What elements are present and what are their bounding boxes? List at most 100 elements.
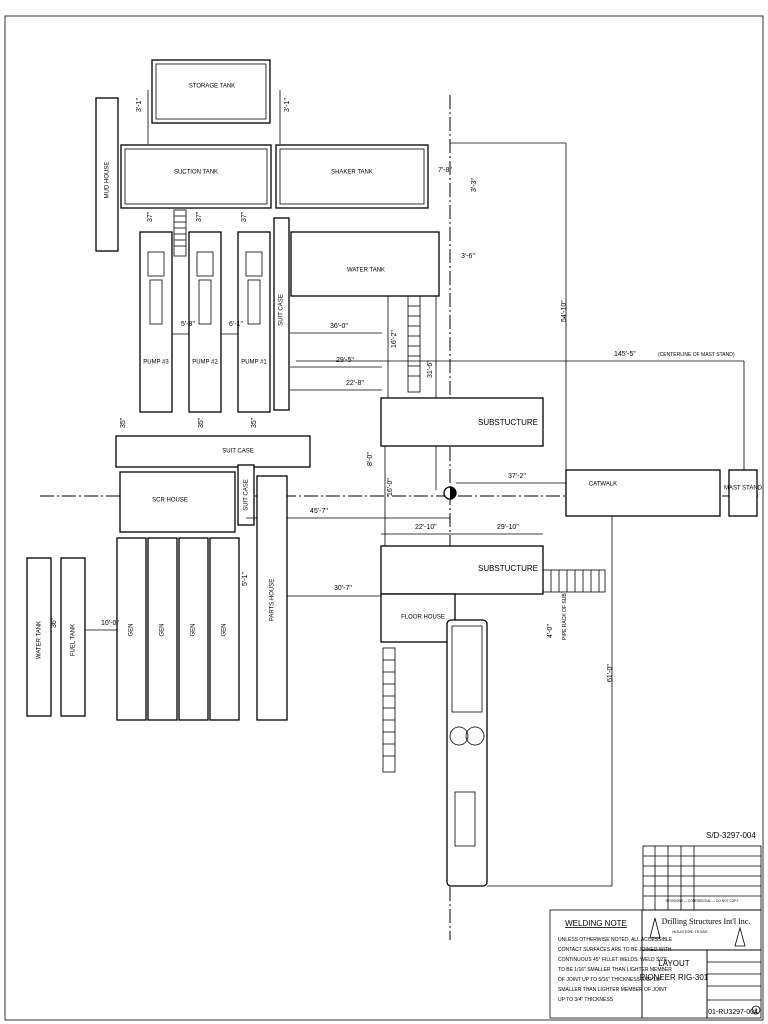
catwalk-label: CATWALK bbox=[589, 482, 617, 488]
sheet-border bbox=[4, 15, 764, 1021]
dim-37-a: 37" bbox=[147, 211, 154, 222]
stairs-water-tank bbox=[407, 295, 421, 393]
derrick-logo-icon bbox=[649, 917, 661, 939]
dim-54-10: 54'-10" bbox=[561, 300, 568, 322]
dim-36-0: 36'-0" bbox=[330, 323, 348, 330]
welding-line-2: CONTACT SURFACES ARE TO BE JOINED WITH bbox=[558, 947, 672, 953]
substructure-bottom: SUBSTUCTURE bbox=[380, 545, 544, 595]
drawing-subtitle: PIONEER RIG-301 bbox=[640, 973, 709, 982]
dim-8-0: 8'-0" bbox=[367, 452, 374, 466]
revision-circle-icon bbox=[751, 1005, 761, 1015]
substructure-top: SUBSTUCTURE bbox=[380, 397, 544, 447]
generator-3: GEN bbox=[178, 537, 209, 721]
dim-37-2: 37'-2" bbox=[508, 473, 526, 480]
dim-10-0: 10'-0" bbox=[101, 620, 119, 627]
dim-22-10: 22'-10" bbox=[415, 524, 437, 531]
dim-35-b: 35" bbox=[198, 417, 205, 428]
revision-number: 0 bbox=[755, 1008, 758, 1014]
dim-61-0: 61'-0" bbox=[607, 664, 614, 682]
fuel-tank: FUEL TANK bbox=[60, 557, 86, 717]
dim-7-8: 7'-8" bbox=[438, 167, 452, 174]
storage-tank: STORAGE TANK bbox=[151, 59, 271, 124]
fuel-tank-label: FUEL TANK bbox=[71, 624, 77, 656]
catwalk: CATWALK bbox=[565, 469, 721, 517]
suit-case-horizontal-label: SUIT CASE bbox=[222, 449, 254, 455]
water-tank-top-label: WATER TANK bbox=[347, 268, 385, 274]
mast-stand: MAST STAND bbox=[724, 469, 763, 517]
dim-3-6: 3'-6" bbox=[461, 253, 475, 260]
scr-house: SCR HOUSE bbox=[119, 471, 236, 533]
generator-3-label: GEN bbox=[191, 623, 197, 636]
pump-2: PUMP #2 bbox=[188, 231, 222, 413]
suit-case-vertical-label: SUIT CASE bbox=[279, 294, 285, 326]
pump-1-label: PUMP #1 bbox=[241, 360, 267, 366]
pump-3: PUMP #3 bbox=[139, 231, 173, 413]
suction-tank: SUCTION TANK bbox=[120, 144, 272, 209]
suction-tank-label: SUCTION TANK bbox=[174, 170, 218, 176]
dim-37-b: 37" bbox=[196, 211, 203, 222]
dim-22-8: 22'-8" bbox=[346, 380, 364, 387]
suit-case-small-label: SUIT CASE bbox=[244, 479, 250, 511]
generator-4-label: GEN bbox=[222, 623, 228, 636]
generator-2-label: GEN bbox=[160, 623, 166, 636]
dim-storage-right: 3'-1" bbox=[284, 98, 291, 112]
stairs-suction bbox=[173, 209, 187, 257]
dim-5-1: 5'-1" bbox=[242, 572, 249, 586]
dim-45-7: 45'-7" bbox=[310, 508, 328, 515]
dim-4-0: 4'-0" bbox=[547, 624, 554, 638]
water-tank-left-label: WATER TANK bbox=[37, 621, 43, 659]
water-tank-top: WATER TANK bbox=[290, 231, 440, 297]
pump-1: PUMP #1 bbox=[237, 231, 271, 413]
suit-case-horizontal: SUIT CASE bbox=[115, 435, 311, 468]
dim-29-10: 29'-10" bbox=[497, 524, 519, 531]
welding-line-5: OF JOINT UP TO 5/16" THICKNESS AND 1/8" bbox=[558, 977, 662, 983]
pump-2-label: PUMP #2 bbox=[192, 360, 218, 366]
derrick-logo-right-icon bbox=[734, 926, 746, 947]
dim-6-1a: 6'-1" bbox=[229, 321, 243, 328]
welding-line-3: CONTINUOUS 45° FILLET WELDS. WELD SIZE bbox=[558, 957, 668, 963]
company-sub: HOUSTON, TEXAS bbox=[672, 929, 708, 934]
drawing-number-top: S/D-3297-004 bbox=[706, 831, 756, 840]
floor-house-stairs bbox=[382, 647, 396, 773]
parts-house-label: PARTS HOUSE bbox=[270, 579, 276, 621]
dim-36: 36" bbox=[51, 617, 58, 628]
parts-house: PARTS HOUSE bbox=[256, 475, 288, 721]
rig-carrier bbox=[446, 619, 488, 887]
shaker-tank-label: SHAKER TANK bbox=[331, 170, 373, 176]
generator-2: GEN bbox=[147, 537, 178, 721]
generator-1: GEN bbox=[116, 537, 147, 721]
mud-house: MUD HOUSE bbox=[95, 97, 119, 252]
dim-35-a: 35" bbox=[120, 417, 127, 428]
drawing-title: LAYOUT bbox=[658, 959, 690, 968]
scr-house-label: SCR HOUSE bbox=[152, 498, 188, 504]
substructure-bottom-label: SUBSTUCTURE bbox=[478, 564, 538, 573]
well-center-fill bbox=[450, 487, 456, 499]
dim-37-c: 37" bbox=[241, 211, 248, 222]
welding-line-6: SMALLER THAN LIGHTER MEMBER OF JOINT bbox=[558, 987, 667, 993]
substructure-top-label: SUBSTUCTURE bbox=[478, 418, 538, 427]
mast-stand-label: MAST STAND bbox=[724, 486, 763, 492]
dim-16-2: 16'-2" bbox=[391, 330, 398, 348]
generator-4: GEN bbox=[209, 537, 240, 721]
dim-storage-left: 3'-1" bbox=[136, 98, 143, 112]
welding-line-1: UNLESS OTHERWISE NOTED, ALL ACCESSIBLE bbox=[558, 937, 673, 943]
revision-note: REVISIONS — CONFIDENTIAL — DO NOT COPY bbox=[666, 899, 740, 903]
water-tank-left: WATER TANK bbox=[26, 557, 52, 717]
shaker-tank: SHAKER TANK bbox=[275, 144, 429, 209]
mud-house-label: MUD HOUSE bbox=[105, 162, 111, 199]
suit-case-small: SUIT CASE bbox=[237, 464, 255, 526]
dim-16-0: 16'-0" bbox=[387, 478, 394, 496]
welding-note: WELDING NOTE UNLESS OTHERWISE NOTED, ALL… bbox=[549, 909, 673, 1019]
dim-centerline-note: (CENTERLINE OF MAST STAND) bbox=[658, 352, 735, 358]
suit-case-vertical: SUIT CASE bbox=[273, 217, 290, 411]
dim-pipe-rack-note: PIPE RACK OF SUB bbox=[562, 593, 568, 640]
floor-house: FLOOR HOUSE bbox=[380, 593, 456, 643]
welding-note-title: WELDING NOTE bbox=[565, 919, 627, 928]
dim-35-c: 35" bbox=[251, 417, 258, 428]
company-name: Drilling Structures Int'l Inc. bbox=[662, 917, 751, 926]
dim-5-8: 5'-8" bbox=[181, 321, 195, 328]
welding-line-7: UP TO 3/4" THICKNESS bbox=[558, 997, 614, 1003]
drawing-number: 01-RU3297-004 bbox=[708, 1009, 758, 1016]
drawing-title-block: LAYOUT PIONEER RIG-301 01-RU3297-004 0 bbox=[640, 949, 762, 1019]
